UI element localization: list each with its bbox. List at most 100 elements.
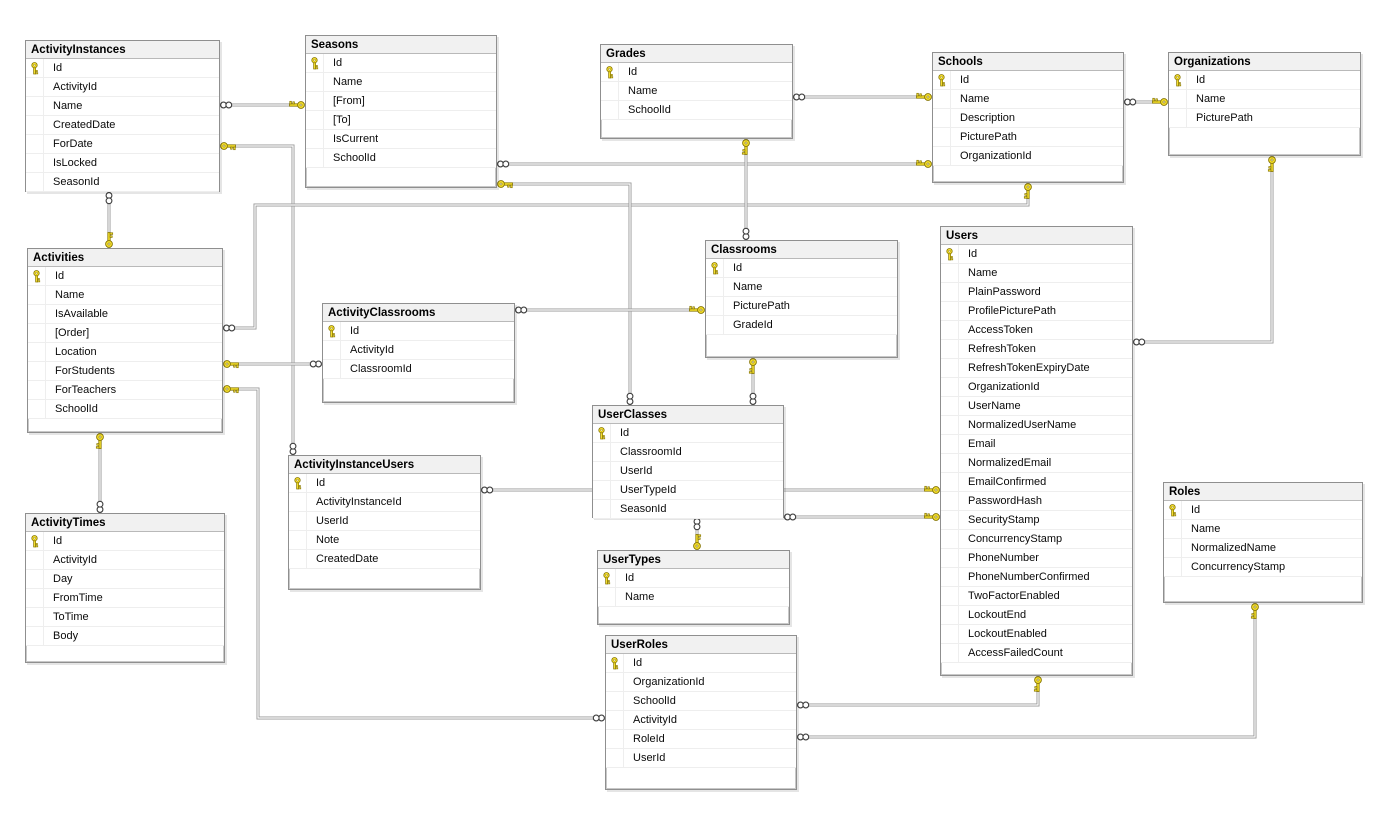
table-title-Classrooms[interactable]: Classrooms [706, 241, 897, 259]
field-row-Id[interactable]: Id [941, 245, 1132, 264]
field-row-Name[interactable]: Name [933, 90, 1123, 109]
field-row-OrganizationId[interactable]: OrganizationId [941, 378, 1132, 397]
relationship-ActivityInstanceUsers-ActivityInstances[interactable] [220, 142, 297, 455]
field-row-ForDate[interactable]: ForDate [26, 135, 219, 154]
field-row-Name[interactable]: Name [941, 264, 1132, 283]
relationship-UserRoles-Roles[interactable] [797, 603, 1259, 741]
table-title-Organizations[interactable]: Organizations [1169, 53, 1360, 71]
field-row-Id[interactable]: Id [598, 569, 789, 588]
relationship-UserRoles-Activities[interactable] [223, 385, 605, 722]
relationship-UserClasses-Classrooms[interactable] [748, 358, 757, 405]
field-row-Email[interactable]: Email [941, 435, 1132, 454]
field-row-Location[interactable]: Location [28, 343, 222, 362]
field-row-UserId[interactable]: UserId [606, 749, 796, 768]
field-row-NormalizedUserName[interactable]: NormalizedUserName [941, 416, 1132, 435]
table-title-UserTypes[interactable]: UserTypes [598, 551, 789, 569]
field-row-CreatedDate[interactable]: CreatedDate [26, 116, 219, 135]
field-row-UserId[interactable]: UserId [593, 462, 783, 481]
field-row-Name[interactable]: Name [26, 97, 219, 116]
relationship-UserClasses-Seasons[interactable] [497, 180, 634, 405]
relationship-ActivityInstances-Activities[interactable] [105, 192, 114, 248]
relationship-Seasons-Schools[interactable] [497, 159, 932, 168]
field-row-LockoutEnabled[interactable]: LockoutEnabled [941, 625, 1132, 644]
relationship-Activities-Schools[interactable] [223, 183, 1032, 332]
field-row-RefreshToken[interactable]: RefreshToken [941, 340, 1132, 359]
field-row-Name[interactable]: Name [598, 588, 789, 607]
field-row-SchoolId[interactable]: SchoolId [606, 692, 796, 711]
field-row-SchoolId[interactable]: SchoolId [28, 400, 222, 419]
field-row-Day[interactable]: Day [26, 570, 224, 589]
table-title-Grades[interactable]: Grades [601, 45, 792, 63]
field-row-SeasonId[interactable]: SeasonId [26, 173, 219, 192]
field-row-IsCurrent[interactable]: IsCurrent [306, 130, 496, 149]
table-title-UserClasses[interactable]: UserClasses [593, 406, 783, 424]
table-title-Schools[interactable]: Schools [933, 53, 1123, 71]
relationship-ActivityClassrooms-Activities[interactable] [223, 360, 322, 369]
relationship-Users-Organizations[interactable] [1133, 156, 1276, 346]
field-row-Note[interactable]: Note [289, 531, 480, 550]
relationship-Classrooms-Grades[interactable] [741, 139, 750, 240]
relationship-UserClasses-UserTypes[interactable] [693, 518, 702, 550]
field-row-Id[interactable]: Id [289, 474, 480, 493]
field-row-Name[interactable]: Name [1169, 90, 1360, 109]
field-row-From[interactable]: [From] [306, 92, 496, 111]
field-row-Name[interactable]: Name [601, 82, 792, 101]
relationship-Schools-Organizations[interactable] [1124, 97, 1168, 106]
relationship-UserClasses-Users[interactable] [784, 512, 940, 521]
field-row-UserId[interactable]: UserId [289, 512, 480, 531]
field-row-Id[interactable]: Id [323, 322, 514, 341]
field-row-ForTeachers[interactable]: ForTeachers [28, 381, 222, 400]
field-row-IsLocked[interactable]: IsLocked [26, 154, 219, 173]
table-title-ActivityInstanceUsers[interactable]: ActivityInstanceUsers [289, 456, 480, 474]
field-row-PhoneNumberConfirmed[interactable]: PhoneNumberConfirmed [941, 568, 1132, 587]
field-row-GradeId[interactable]: GradeId [706, 316, 897, 335]
field-row-ActivityId[interactable]: ActivityId [26, 78, 219, 97]
relationship-Grades-Schools[interactable] [793, 92, 932, 101]
field-row-PlainPassword[interactable]: PlainPassword [941, 283, 1132, 302]
field-row-Id[interactable]: Id [593, 424, 783, 443]
field-row-ActivityInstanceId[interactable]: ActivityInstanceId [289, 493, 480, 512]
field-row-Description[interactable]: Description [933, 109, 1123, 128]
field-row-Id[interactable]: Id [706, 259, 897, 278]
field-row-Name[interactable]: Name [706, 278, 897, 297]
field-row-To[interactable]: [To] [306, 111, 496, 130]
field-row-Body[interactable]: Body [26, 627, 224, 646]
field-row-PicturePath[interactable]: PicturePath [933, 128, 1123, 147]
field-row-LockoutEnd[interactable]: LockoutEnd [941, 606, 1132, 625]
table-title-Seasons[interactable]: Seasons [306, 36, 496, 54]
field-row-AccessToken[interactable]: AccessToken [941, 321, 1132, 340]
field-row-SchoolId[interactable]: SchoolId [601, 101, 792, 120]
relationship-UserRoles-Users[interactable] [797, 676, 1042, 709]
field-row-NormalizedName[interactable]: NormalizedName [1164, 539, 1362, 558]
field-row-PhoneNumber[interactable]: PhoneNumber [941, 549, 1132, 568]
field-row-TwoFactorEnabled[interactable]: TwoFactorEnabled [941, 587, 1132, 606]
field-row-EmailConfirmed[interactable]: EmailConfirmed [941, 473, 1132, 492]
table-title-ActivityTimes[interactable]: ActivityTimes [26, 514, 224, 532]
relationship-ActivityTimes-Activities[interactable] [95, 433, 104, 513]
table-title-Users[interactable]: Users [941, 227, 1132, 245]
field-row-ActivityId[interactable]: ActivityId [26, 551, 224, 570]
field-row-ToTime[interactable]: ToTime [26, 608, 224, 627]
field-row-Id[interactable]: Id [933, 71, 1123, 90]
field-row-Id[interactable]: Id [1169, 71, 1360, 90]
field-row-Id[interactable]: Id [28, 267, 222, 286]
field-row-ForStudents[interactable]: ForStudents [28, 362, 222, 381]
field-row-NormalizedEmail[interactable]: NormalizedEmail [941, 454, 1132, 473]
field-row-UserTypeId[interactable]: UserTypeId [593, 481, 783, 500]
field-row-IsAvailable[interactable]: IsAvailable [28, 305, 222, 324]
field-row-OrganizationId[interactable]: OrganizationId [606, 673, 796, 692]
relationship-ActivityClassrooms-Classrooms[interactable] [515, 305, 705, 314]
field-row-UserName[interactable]: UserName [941, 397, 1132, 416]
field-row-Id[interactable]: Id [306, 54, 496, 73]
